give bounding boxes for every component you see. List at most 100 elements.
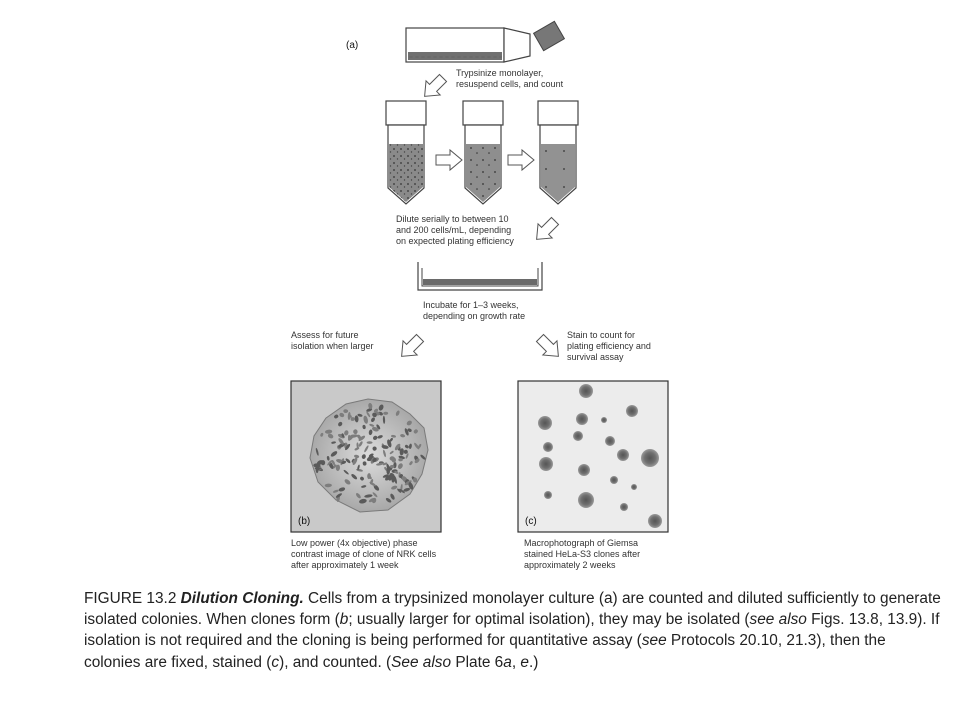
nrk-cell (331, 441, 336, 444)
nrk-cell (403, 449, 408, 454)
nrk-cell (399, 448, 404, 456)
colony (626, 405, 638, 417)
nrk-cell (347, 412, 351, 420)
nrk-cell (363, 415, 368, 424)
nrk-cell (343, 469, 349, 475)
panel-b-micrograph: (b) (290, 380, 442, 533)
caption-text: FIGURE 13.2 Dilution Cloning. Cells from… (84, 590, 941, 671)
nrk-cell (332, 489, 339, 493)
nrk-clone (309, 398, 429, 513)
nrk-cell (387, 439, 392, 448)
nrk-cell (373, 408, 379, 413)
nrk-cell (376, 462, 384, 466)
nrk-cell (341, 433, 345, 438)
step-incubate-label: Incubate for 1–3 weeks, depending on gro… (423, 300, 525, 321)
nrk-cell (400, 434, 406, 438)
nrk-cell (350, 417, 355, 421)
nrk-cell (413, 429, 418, 434)
nrk-cell (376, 424, 381, 430)
nrk-cell (368, 453, 374, 458)
colony (576, 413, 588, 425)
arrow-flask-to-tubes (417, 70, 451, 104)
nrk-cell (414, 458, 420, 464)
nrk-cell (338, 438, 344, 445)
nrk-cell (378, 404, 384, 411)
nrk-cell (371, 426, 379, 432)
nrk-cell (368, 429, 373, 436)
nrk-cell (404, 480, 412, 486)
nrk-cell (391, 485, 398, 490)
nrk-cell (362, 424, 366, 430)
nrk-cell (372, 492, 378, 498)
nrk-cell (345, 443, 351, 451)
colony (601, 417, 607, 423)
stain-count-label: Stain to count for plating efficiency an… (567, 330, 653, 362)
nrk-cell (382, 415, 386, 424)
panel-c-caption: Macrophotograph of Giemsa stained HeLa-S… (524, 538, 643, 570)
nrk-cell (417, 443, 422, 449)
nrk-cell (382, 474, 389, 478)
nrk-cell (330, 451, 338, 457)
tube-2 (462, 100, 504, 205)
colony (538, 416, 552, 430)
nrk-cell (356, 493, 361, 499)
nrk-cell (345, 458, 351, 464)
nrk-cell (362, 461, 367, 466)
nrk-cell (399, 488, 405, 494)
nrk-cell (391, 434, 396, 438)
nrk-cell (338, 421, 343, 427)
nrk-cell (383, 411, 389, 415)
nrk-cell (385, 475, 391, 481)
colony (617, 449, 629, 461)
nrk-cell (404, 444, 409, 449)
nrk-cell (382, 462, 388, 466)
nrk-cell (389, 464, 395, 469)
nrk-cell (372, 435, 378, 441)
nrk-cell (341, 460, 347, 465)
colony (573, 431, 583, 441)
nrk-cell (331, 460, 336, 466)
nrk-cell (398, 458, 403, 462)
nrk-cell (368, 403, 373, 409)
nrk-cell (395, 410, 400, 416)
arrow-to-panel-c (532, 330, 566, 364)
nrk-cell (377, 435, 383, 439)
colony (579, 384, 593, 398)
colony (544, 491, 552, 499)
nrk-cell (320, 432, 324, 437)
nrk-cell (405, 453, 409, 459)
nrk-cell (381, 445, 389, 449)
nrk-cell (407, 428, 412, 432)
nrk-cell (366, 411, 371, 418)
nrk-cell (389, 450, 394, 455)
nrk-cell (369, 423, 375, 427)
colony (578, 464, 590, 476)
nrk-cell (420, 454, 426, 460)
nrk-cell (335, 464, 341, 471)
nrk-cell (370, 479, 374, 485)
nrk-cell (338, 487, 346, 492)
nrk-cell (344, 430, 349, 436)
colony (539, 457, 553, 471)
colony (641, 449, 659, 467)
stained-colonies (538, 384, 662, 528)
figure-caption: FIGURE 13.2 Dilution Cloning. Cells from… (84, 588, 944, 673)
nrk-cell (364, 445, 369, 453)
nrk-cell (358, 435, 366, 441)
colony (543, 442, 553, 452)
nrk-cell (332, 464, 337, 469)
panel-c-macrophotograph: (c) (517, 380, 669, 533)
nrk-cell (339, 412, 345, 418)
culture-flask (405, 20, 566, 63)
nrk-cell (359, 498, 367, 504)
nrk-cell (409, 461, 413, 466)
tube-3 (537, 100, 579, 205)
petri-dish (417, 262, 543, 291)
nrk-cell (325, 429, 333, 434)
colony (610, 476, 618, 484)
nrk-cell (356, 442, 359, 449)
nrk-cell (361, 454, 366, 459)
assess-isolation-label: Assess for future isolation when larger (291, 330, 374, 351)
nrk-cell (361, 485, 367, 488)
nrk-cell (343, 409, 349, 414)
